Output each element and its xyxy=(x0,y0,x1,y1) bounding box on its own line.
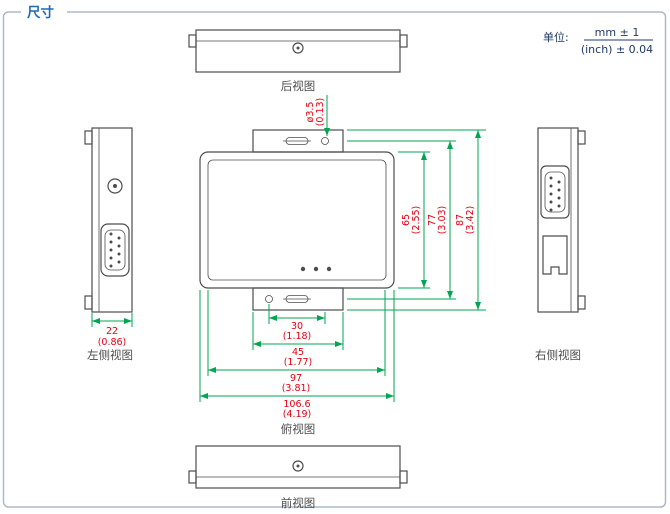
db9-shell xyxy=(540,165,570,219)
width-dimension-30: 30 (1.18) xyxy=(268,304,326,342)
db9-pin xyxy=(549,176,553,180)
unit-metric: mm ± 1 xyxy=(595,26,640,39)
unit-note: 单位: mm ± 1 (inch) ± 0.04 xyxy=(543,26,653,56)
top-view-cover-line xyxy=(207,159,387,281)
height-dimension-77: 77 (3.03) xyxy=(347,140,456,300)
front-view-label: 前视图 xyxy=(281,496,316,510)
page-title: 尺寸 xyxy=(27,4,54,21)
page-border xyxy=(2,11,667,508)
left-view-body xyxy=(91,127,133,313)
power-jack xyxy=(107,178,123,194)
db9-dshape xyxy=(104,229,126,271)
title-background xyxy=(21,4,67,20)
unit-label: 单位: xyxy=(543,30,569,44)
width-dimension-106-6: 106.6 (4.19) xyxy=(199,290,395,420)
front-left-mounting-tab xyxy=(188,470,197,484)
dim-width-106-6-inch: (4.19) xyxy=(283,409,312,420)
flange-plate xyxy=(252,287,344,311)
power-jack-pin xyxy=(113,184,117,188)
hole-diameter-callout: ø3.5 (0.13) xyxy=(305,95,330,136)
top-view: 俯视图 xyxy=(199,129,395,436)
depth-dimension-22: 22 (0.86) xyxy=(91,313,133,348)
dim-hole-inch: (0.13) xyxy=(315,98,326,127)
db9-dshape xyxy=(544,171,566,213)
led-indicator xyxy=(326,266,332,272)
bottom-mounting-flange xyxy=(252,287,344,311)
dim-width-106-6-mm: 106.6 xyxy=(283,399,310,410)
front-view: 前视图 xyxy=(188,445,408,510)
dim-width-97-inch: (3.81) xyxy=(282,383,311,394)
db9-pin xyxy=(117,244,121,248)
rj45-port xyxy=(542,235,568,275)
height-dimension-65: 65 (2.55) xyxy=(398,151,430,289)
left-view-label: 左侧视图 xyxy=(87,348,133,362)
page-frame: 尺寸 xyxy=(2,4,667,508)
db9-pin xyxy=(117,236,121,240)
width-dimension-97: 97 (3.81) xyxy=(207,290,386,394)
left-bottom-mounting-tab xyxy=(84,295,93,310)
unit-imperial: (inch) ± 0.04 xyxy=(581,43,653,56)
right-side-view: 右侧视图 xyxy=(535,127,586,362)
width-dimension-45: 45 (1.77) xyxy=(252,312,344,368)
dim-depth-mm: 22 xyxy=(106,326,118,337)
dim-depth-inch: (0.86) xyxy=(98,337,127,348)
db9-pin xyxy=(557,196,561,200)
db9-pin xyxy=(109,248,113,252)
front-screw xyxy=(292,460,304,472)
mounting-hole xyxy=(321,137,329,145)
rear-screw xyxy=(292,42,304,54)
top-view-body xyxy=(199,151,395,289)
front-view-body xyxy=(195,445,401,489)
dim-height-77-mm: 77 xyxy=(427,214,438,226)
right-top-mounting-tab xyxy=(577,130,586,145)
db9-connector-right xyxy=(540,165,570,219)
dim-width-45-mm: 45 xyxy=(292,347,304,358)
led-indicator xyxy=(300,266,306,272)
flange-plate xyxy=(252,129,344,153)
left-side-view: 22 (0.86) 左侧视图 xyxy=(84,127,133,362)
db9-pin xyxy=(549,208,553,212)
front-screw-center xyxy=(296,464,300,468)
front-right-mounting-tab xyxy=(399,470,408,484)
top-mounting-flange xyxy=(252,129,344,153)
dim-width-97-mm: 97 xyxy=(290,373,302,384)
left-top-mounting-tab xyxy=(84,130,93,145)
dim-height-77-inch: (3.03) xyxy=(437,206,448,235)
right-view-label: 右侧视图 xyxy=(535,348,581,362)
rear-view: 后视图 xyxy=(188,29,408,93)
db9-pin xyxy=(549,200,553,204)
db9-pin xyxy=(109,256,113,260)
dim-height-87-inch: (3.42) xyxy=(465,206,476,235)
dim-height-65-inch: (2.55) xyxy=(411,206,422,235)
db9-pin xyxy=(117,260,121,264)
db9-pin xyxy=(549,192,553,196)
db9-pin xyxy=(117,252,121,256)
top-view-label: 俯视图 xyxy=(281,422,316,436)
db9-pin xyxy=(557,180,561,184)
mounting-hole xyxy=(265,295,273,303)
db9-pin xyxy=(109,232,113,236)
dim-width-45-inch: (1.77) xyxy=(284,357,313,368)
rear-right-mounting-tab xyxy=(399,34,408,48)
db9-pin xyxy=(557,188,561,192)
db9-pin xyxy=(549,184,553,188)
db9-shell xyxy=(100,223,130,277)
rear-left-mounting-tab xyxy=(188,34,197,48)
led-indicator xyxy=(313,266,319,272)
dim-hole-mm: ø3.5 xyxy=(305,102,316,123)
right-view-body xyxy=(537,127,579,313)
dim-height-65-mm: 65 xyxy=(401,214,412,226)
rear-view-body xyxy=(195,29,401,73)
db9-pin xyxy=(109,264,113,268)
db9-connector-left xyxy=(100,223,130,277)
rear-view-label: 后视图 xyxy=(281,79,316,93)
rear-screw-center xyxy=(296,46,300,50)
height-dimension-87: 87 (3.42) xyxy=(347,129,486,311)
dim-height-87-mm: 87 xyxy=(455,214,466,226)
dim-width-30-inch: (1.18) xyxy=(283,331,312,342)
db9-pin xyxy=(557,204,561,208)
db9-pin xyxy=(109,240,113,244)
right-bottom-mounting-tab xyxy=(577,295,586,310)
dim-width-30-mm: 30 xyxy=(291,321,303,332)
